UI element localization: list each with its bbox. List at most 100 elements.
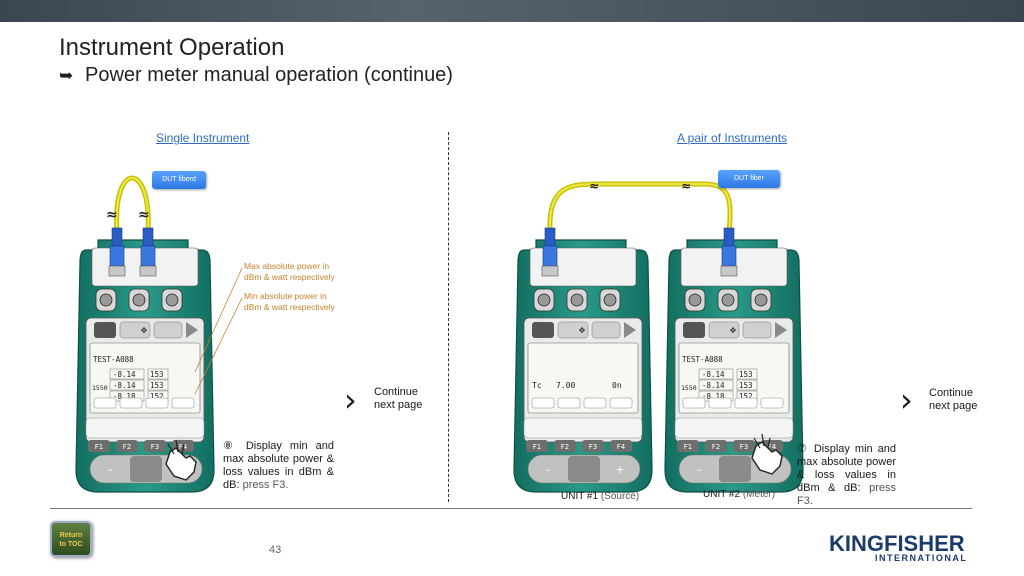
left-fiber-loop: [114, 175, 151, 233]
svg-text:F4: F4: [768, 443, 777, 451]
caption-step-8: ⑧ Display min and max absolute power & l…: [223, 440, 334, 492]
svg-text:–: –: [696, 463, 702, 476]
right-break-mark-1: ≈: [589, 179, 599, 193]
svg-text:1550: 1550: [92, 384, 108, 392]
lcd-display: [89, 342, 201, 414]
lcd-display: [527, 342, 639, 414]
svg-text:7.00: 7.00: [556, 381, 575, 390]
svg-text:F4: F4: [617, 443, 626, 451]
caption-press: press F3.: [242, 479, 289, 491]
svg-text:TEST-A088: TEST-A088: [93, 355, 134, 364]
svg-text:–: –: [545, 463, 551, 476]
svg-text:✥: ✥: [579, 326, 586, 335]
pointing-hand-icon: [165, 439, 197, 481]
svg-text:152: 152: [150, 392, 164, 401]
continue-next-left[interactable]: Continue next page: [374, 386, 422, 412]
unit-2-role: (Meter): [742, 489, 776, 500]
next-page-label: next page: [374, 399, 423, 411]
enter-key: [130, 456, 162, 482]
chevron-right-icon[interactable]: ›: [900, 381, 913, 419]
svg-text:153: 153: [150, 370, 164, 379]
dut-fiber-callout-left: DUT fiberd: [152, 171, 206, 189]
svg-text:F2: F2: [561, 443, 569, 451]
svg-text:-8.14: -8.14: [113, 381, 136, 390]
svg-text:153: 153: [150, 381, 164, 390]
svg-text:TEST-A088: TEST-A088: [682, 355, 723, 364]
function-key: [526, 440, 548, 452]
unit-1-role: (Source): [600, 491, 640, 502]
next-page-label: next page: [929, 400, 978, 412]
svg-text:Tc: Tc: [532, 381, 542, 390]
return-to-toc-button[interactable]: Return to TOC: [50, 521, 92, 557]
page-title: Instrument Operation: [59, 34, 285, 61]
svg-text:F1: F1: [95, 443, 103, 451]
enter-key: [568, 456, 600, 482]
logo-wordmark: KINGFISHER: [829, 531, 965, 556]
right-fiber-cable-inner: [548, 183, 732, 233]
continue-label: Continue: [374, 386, 419, 398]
svg-text:1550: 1550: [681, 384, 697, 392]
unit-2-label: UNIT #2 (Meter): [703, 489, 775, 500]
svg-text:-8.14: -8.14: [702, 381, 725, 390]
lcd-display: [678, 342, 790, 414]
svg-text:F1: F1: [533, 443, 541, 451]
unit-1-label: UNIT #1 (Source): [561, 491, 639, 502]
function-key: [116, 440, 138, 452]
note-max-leader: [194, 267, 243, 373]
svg-text:F3: F3: [151, 443, 159, 451]
single-instrument-heading[interactable]: Single Instrument: [156, 131, 250, 145]
play-icon: [186, 322, 198, 338]
function-key: [733, 440, 755, 452]
page-subtitle: ➥ Power meter manual operation (continue): [59, 64, 453, 87]
unit-2-name: UNIT #2: [703, 489, 741, 500]
footer-rule: [50, 508, 972, 509]
chevron-right-icon[interactable]: ›: [344, 381, 357, 419]
note-min-power: Min absolute power in dBm & watt respect…: [244, 291, 335, 312]
page-number: 43: [269, 544, 282, 556]
svg-text:F3: F3: [740, 443, 748, 451]
function-key: [705, 440, 727, 452]
svg-text:✥: ✥: [730, 326, 737, 335]
power-button: [532, 322, 554, 338]
svg-text:F2: F2: [712, 443, 720, 451]
svg-text:✥: ✥: [141, 326, 148, 335]
toc-label-2: to TOC: [59, 541, 83, 548]
function-key: [88, 440, 110, 452]
right-break-mark-2: ≈: [681, 179, 691, 193]
svg-text:F1: F1: [684, 443, 692, 451]
caption-step-7: ⑦ Display min and max absolute power & l…: [797, 443, 896, 508]
arrow-icon: ➥: [59, 66, 74, 85]
continue-next-right[interactable]: Continue next page: [929, 387, 977, 413]
note-min-leader: [194, 297, 243, 395]
function-key: [610, 440, 632, 452]
svg-text:F3: F3: [589, 443, 597, 451]
dut-fiber-callout-right: DUT fiber: [718, 170, 780, 188]
svg-text:0n: 0n: [612, 381, 622, 390]
fiber-connector: [139, 227, 157, 277]
svg-text:F2: F2: [123, 443, 131, 451]
function-key: [554, 440, 576, 452]
play-icon: [624, 322, 636, 338]
svg-text:152: 152: [739, 392, 753, 401]
svg-text:-8.14: -8.14: [113, 370, 136, 379]
caption-text: ⑧ Display min and max absolute power & l…: [223, 440, 334, 491]
function-key: [677, 440, 699, 452]
section-divider: [448, 132, 449, 502]
caption-text: ⑦ Display min and max absolute power & l…: [797, 443, 896, 494]
pair-instruments-heading[interactable]: A pair of Instruments: [677, 131, 788, 145]
subtitle-text: Power meter manual operation (continue): [85, 64, 453, 86]
left-break-mark-1: ≈: [106, 207, 118, 223]
kingfisher-logo: KINGFISHER INTERNATIONAL: [829, 531, 971, 565]
pointing-hand-icon: [751, 433, 783, 475]
right-fiber-cable: [547, 181, 733, 233]
svg-text:-8.18: -8.18: [702, 392, 725, 401]
left-break-mark-2: ≈: [138, 207, 150, 223]
power-button: [683, 322, 705, 338]
note-max-power: Max absolute power in dBm & watt respect…: [244, 261, 335, 282]
svg-text:–: –: [107, 463, 113, 476]
logo-subtext: INTERNATIONAL: [875, 553, 968, 563]
function-key: [582, 440, 604, 452]
